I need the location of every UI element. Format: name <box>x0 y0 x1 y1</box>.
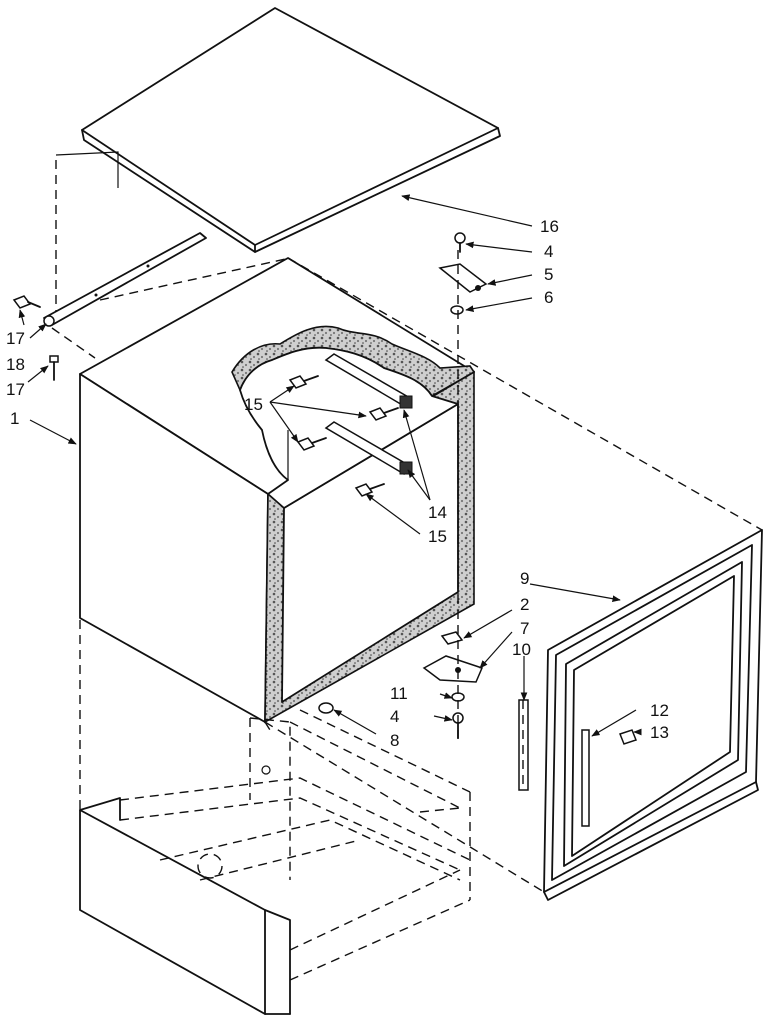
base-frame <box>79 620 471 1015</box>
washer-6 <box>450 305 464 315</box>
door-assembly <box>543 529 763 901</box>
screw-15-a <box>288 375 319 389</box>
screw-13 <box>619 729 637 745</box>
upper-hinge-5 <box>438 263 488 293</box>
leader-lines <box>18 194 642 737</box>
label-16: 16 <box>540 217 559 236</box>
label-9: 9 <box>520 569 529 588</box>
label-14: 14 <box>428 503 447 522</box>
screw-17-bottom <box>49 355 59 381</box>
label-8: 8 <box>390 731 399 750</box>
bumper-8 <box>318 702 334 714</box>
label-15-top: 15 <box>244 395 263 414</box>
shelf-rail-lower <box>324 421 413 475</box>
part-labels: 16 4 5 6 17 18 17 1 15 14 15 9 2 7 10 11… <box>6 217 669 750</box>
label-5: 5 <box>544 265 553 284</box>
label-4-top: 4 <box>544 242 553 261</box>
hinge-guide-line <box>51 327 96 359</box>
label-11: 11 <box>390 684 408 703</box>
label-12: 12 <box>650 701 669 720</box>
cabinet-body <box>79 257 476 724</box>
label-6: 6 <box>544 288 553 307</box>
label-2: 2 <box>520 595 529 614</box>
hinge-bar <box>43 232 207 327</box>
label-4-bottom: 4 <box>390 707 399 726</box>
door-handle <box>581 729 590 827</box>
label-18: 18 <box>6 355 25 374</box>
label-17-top: 17 <box>6 329 25 348</box>
lower-hinge-7 <box>422 655 484 683</box>
label-17-bottom: 17 <box>6 380 25 399</box>
label-7: 7 <box>520 619 529 638</box>
shim-2 <box>440 631 464 645</box>
hinge-axis-lines <box>99 250 763 893</box>
label-13: 13 <box>650 723 669 742</box>
hinge-screw-4-top <box>454 232 466 253</box>
screw-15-d <box>354 483 385 497</box>
screw-17-top <box>12 295 41 309</box>
label-10: 10 <box>512 640 531 659</box>
washer-11 <box>451 692 465 702</box>
label-15-bottom: 15 <box>428 527 447 546</box>
screw-15-b <box>368 407 399 421</box>
screw-15-c <box>296 437 327 451</box>
shelf-rail-upper <box>324 353 413 409</box>
lid-guide-lines <box>55 151 119 320</box>
top-panel <box>81 7 501 253</box>
door-strip <box>518 699 529 791</box>
label-1: 1 <box>10 409 19 428</box>
